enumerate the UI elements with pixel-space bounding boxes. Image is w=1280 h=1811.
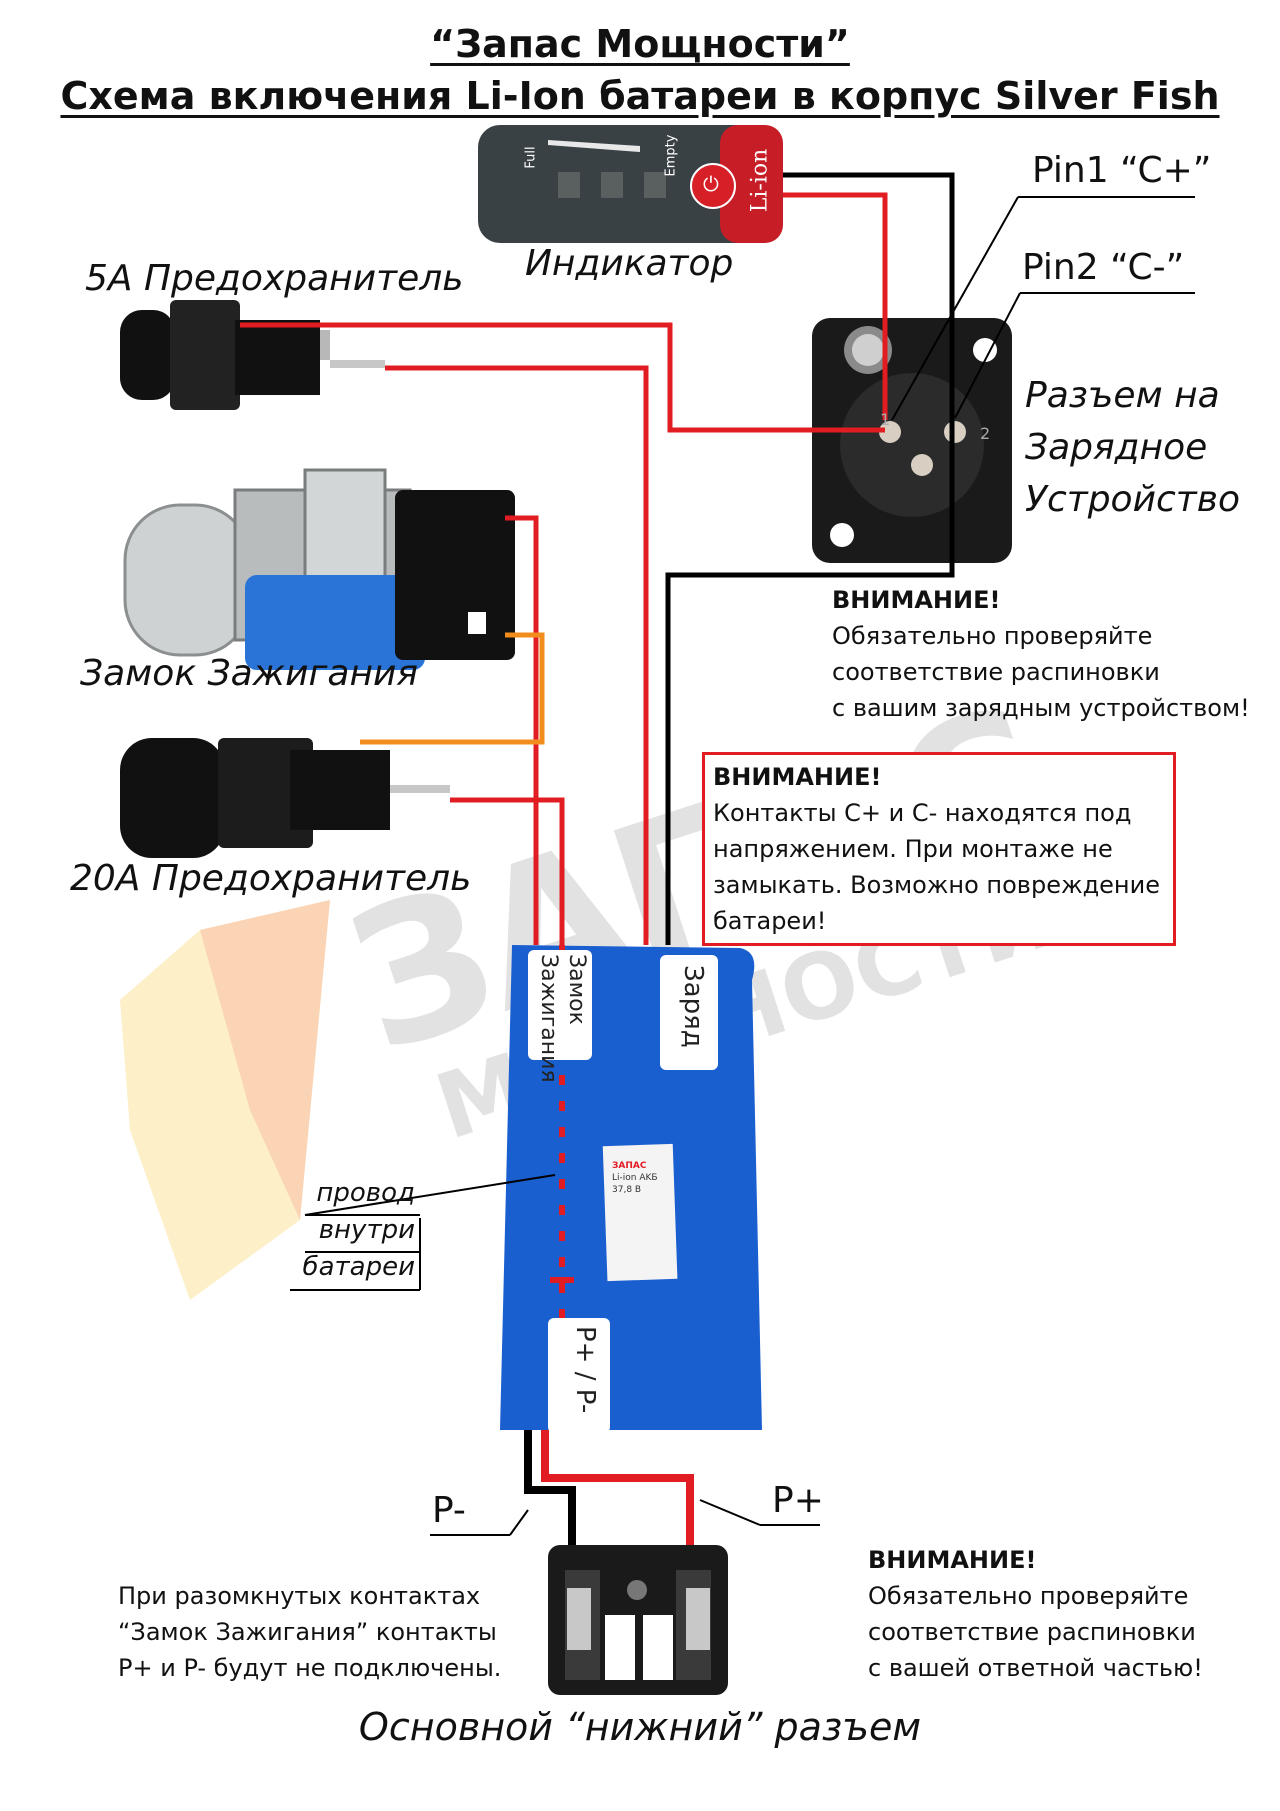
- internal-wire-note: провод внутри батареи: [285, 1175, 415, 1286]
- warning-contacts-line1: Контакты С+ и С- находятся под: [713, 799, 1132, 827]
- warning-charger-line3: с вашим зарядным устройством!: [832, 694, 1250, 722]
- fuse-20a: [120, 738, 450, 858]
- charger-connector-label-line1: Разъем на: [1025, 375, 1220, 416]
- warning-contacts-line3: замыкать. Возможно повреждение: [713, 871, 1160, 899]
- p-plus-label: P+: [772, 1480, 824, 1521]
- pin1-label: Pin1 “C+”: [1032, 150, 1212, 191]
- battery-tag-ignition: Замок Зажигания: [528, 950, 592, 1083]
- pin-number-2: 2: [980, 424, 991, 443]
- internal-wire-note-line1: провод: [316, 1178, 415, 1208]
- warning-bottom: ВНИМАНИЕ! Обязательно проверяйте соответ…: [868, 1542, 1203, 1686]
- battery-tag-p: P+ / P-: [548, 1318, 610, 1433]
- indicator-empty-text: Empty: [663, 134, 679, 177]
- indicator-full-text: Full: [523, 146, 539, 169]
- pin-number-1: 1: [880, 410, 891, 429]
- battery-sticker-brand: ЗАПАС: [612, 1161, 647, 1171]
- charger-connector-label-line2: Зарядное: [1025, 427, 1208, 468]
- indicator-panel: [478, 125, 783, 243]
- fuse-5a-label: 5А Предохранитель: [85, 258, 464, 299]
- indicator-label: Индикатор: [525, 243, 734, 284]
- warning-contacts-head: ВНИМАНИЕ!: [713, 763, 882, 791]
- battery-sticker: ЗАПАС Li-ion AKБ 37,8 B: [612, 1160, 670, 1196]
- ignition-note-line1: При разомкнутых контактах: [118, 1582, 481, 1610]
- battery-tag-ignition-line2: Зажигания: [536, 954, 561, 1083]
- title-line-1: “Запас Мощности”: [430, 22, 850, 66]
- warning-contacts-box: ВНИМАНИЕ! Контакты С+ и С- находятся под…: [702, 752, 1176, 946]
- ignition-note: При разомкнутых контактах “Замок Зажиган…: [118, 1578, 501, 1686]
- p-minus-label: P-: [432, 1490, 466, 1531]
- fuse-20a-label: 20А Предохранитель: [70, 858, 472, 899]
- warning-bottom-line3: с вашей ответной частью!: [868, 1654, 1203, 1682]
- internal-wire-note-line2: внутри: [318, 1215, 415, 1245]
- title-line-2: Схема включения Li-Ion батареи в корпус …: [60, 74, 1220, 118]
- main-bottom-connector: [548, 1545, 728, 1695]
- pin2-label: Pin2 “C-”: [1022, 247, 1185, 288]
- warning-contacts-line4: батареи!: [713, 907, 827, 935]
- battery-sticker-voltage: 37,8 B: [612, 1185, 642, 1195]
- charger-connector-label-line3: Устройство: [1025, 479, 1240, 520]
- warning-charger: ВНИМАНИЕ! Обязательно проверяйте соответ…: [832, 582, 1250, 726]
- wires: [240, 172, 955, 1548]
- warning-charger-line1: Обязательно проверяйте: [832, 622, 1153, 650]
- battery-tag-ignition-line1: Замок: [564, 954, 589, 1025]
- ignition-note-line2: “Замок Зажигания” контакты: [118, 1618, 497, 1646]
- power-icon: ⏻: [703, 172, 719, 196]
- main-connector-label: Основной “нижний” разъем: [358, 1705, 922, 1749]
- charging-connector: [812, 318, 1012, 563]
- warning-bottom-line2: соответствие распиновки: [868, 1618, 1196, 1646]
- charger-connector-label: Разъем на Зарядное Устройство: [1025, 370, 1240, 526]
- ignition-label: Замок Зажигания: [80, 653, 419, 694]
- warning-charger-head: ВНИМАНИЕ!: [832, 586, 1001, 614]
- internal-wire-note-line3: батареи: [302, 1252, 415, 1282]
- ignition-lock: [123, 468, 515, 670]
- pointer-lines: [290, 196, 1195, 1536]
- fuse-5a: [120, 300, 385, 410]
- indicator-brand-text: Li-ion: [747, 148, 773, 213]
- ignition-note-line3: P+ и P- будут не подключены.: [118, 1654, 502, 1682]
- warning-bottom-line1: Обязательно проверяйте: [868, 1582, 1189, 1610]
- battery-tag-charge: Заряд: [660, 955, 718, 1070]
- warning-charger-line2: соответствие распиновки: [832, 658, 1160, 686]
- battery-sticker-model: Li-ion AKБ: [612, 1173, 658, 1183]
- warning-contacts-line2: напряжением. При монтаже не: [713, 835, 1113, 863]
- warning-bottom-head: ВНИМАНИЕ!: [868, 1546, 1037, 1574]
